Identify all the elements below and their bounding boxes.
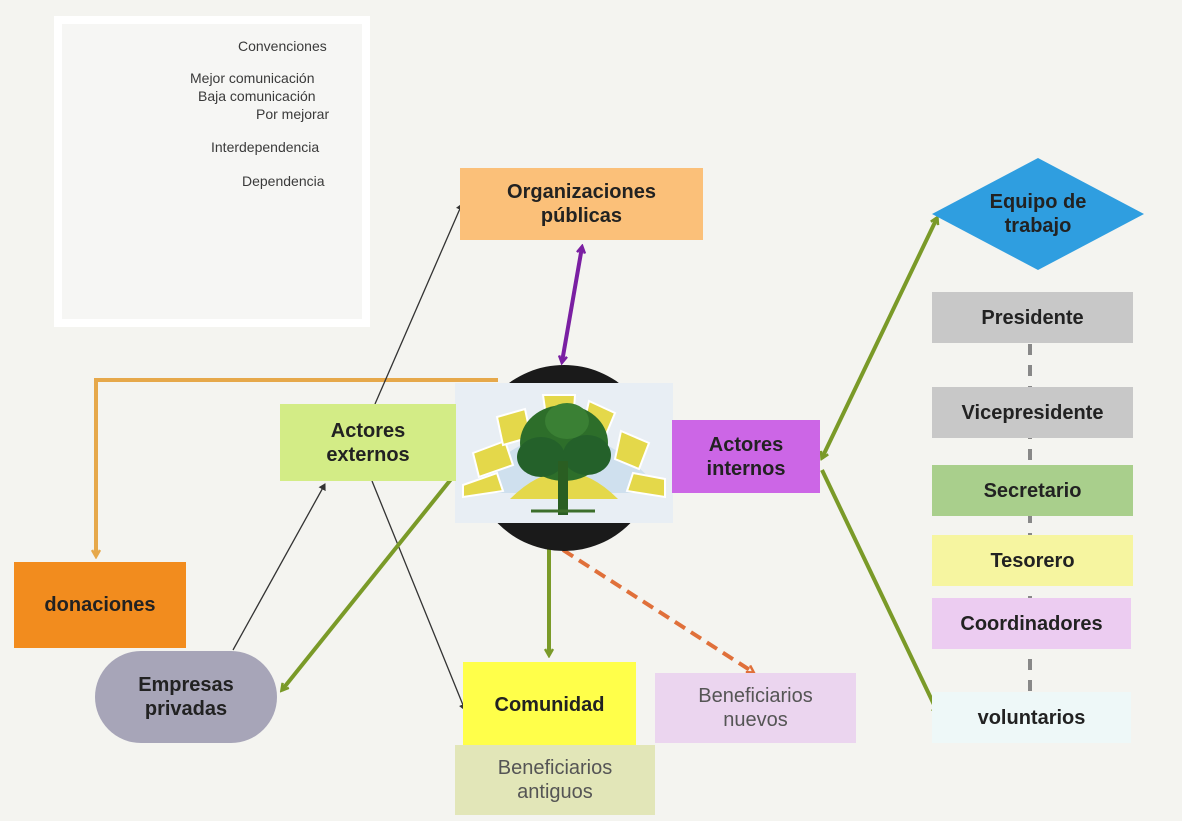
node-beneficiarios-nuevos: Beneficiarios nuevos [655,673,856,743]
team-coordinadores-label: Coordinadores [960,612,1103,635]
node-equipo-de-trabajo-shape [932,158,1144,270]
good-comm-line-voluntarios [820,469,938,713]
node-actores-externos-label: Actores externos [326,419,410,466]
legend-label-improve: Por mejorar [256,106,330,122]
node-actores-internos-label: Actores internos [706,433,786,480]
good-comm-line-equipo [822,218,937,458]
legend-label-interdependency: Interdependencia [211,139,320,155]
node-organizaciones-publicas: Organizaciones públicas [460,168,703,240]
team-tesorero: Tesorero [932,535,1133,586]
team-vicepresidente-label: Vicepresidente [961,401,1104,424]
node-comunidad-label: Comunidad [494,693,605,716]
legend-title: Convenciones [238,38,327,54]
team-voluntarios-label: voluntarios [977,706,1086,729]
team-tesorero-label: Tesorero [990,549,1075,572]
arrow-empresas-externos [232,483,326,651]
team-coordinadores: Coordinadores [932,598,1131,649]
node-comunidad: Comunidad [463,662,636,747]
good-comm-line-empresas [282,476,454,690]
node-empresas-privadas: Empresas privadas [95,651,277,743]
improve-line-beneficiarios-nuevos [561,548,753,672]
node-equipo-de-trabajo: Equipo de trabajo [962,183,1114,245]
node-actores-externos: Actores externos [280,404,456,481]
node-beneficiarios-nuevos-label: Beneficiarios nuevos [698,685,813,731]
node-beneficiarios-antiguos-label: Beneficiarios antiguos [497,757,613,803]
team-secretario-label: Secretario [983,479,1082,502]
arrow-externos-organizaciones [374,203,464,405]
node-donaciones: donaciones [14,562,186,648]
node-beneficiarios-antiguos: Beneficiarios antiguos [455,745,655,815]
arrow-externos-comunidad [371,480,467,711]
team-secretario: Secretario [932,465,1133,516]
node-equipo-label: Equipo de trabajo [989,191,1087,237]
legend-label-dependency: Dependencia [242,173,325,189]
team-vicepresidente: Vicepresidente [932,387,1133,438]
team-voluntarios: voluntarios [932,692,1131,743]
node-empresas-label: Empresas privadas [138,674,234,720]
team-presidente-label: Presidente [981,306,1084,329]
team-presidente: Presidente [932,292,1133,343]
dependency-line-donaciones [96,378,498,556]
node-donaciones-label: donaciones [44,594,156,616]
organization-logo [455,365,673,551]
node-organizaciones-label: Organizaciones públicas [507,181,656,227]
legend-label-low: Baja comunicación [198,88,316,104]
low-comm-line-organizaciones [562,247,582,362]
legend-label-good: Mejor comunicación [190,70,315,86]
legend [60,22,364,321]
node-actores-internos: Actores internos [672,420,820,493]
